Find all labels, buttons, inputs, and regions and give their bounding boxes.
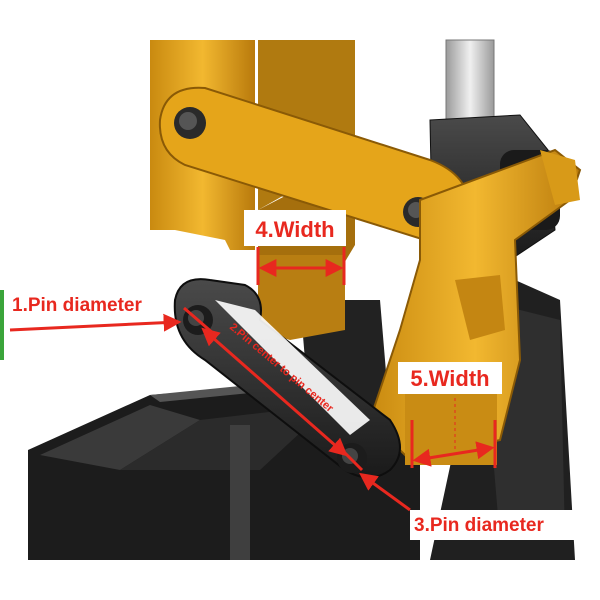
annotation-width-5: 5.Width <box>398 362 502 468</box>
label-pin-diameter-3: 3.Pin diameter <box>414 515 544 536</box>
label-width-4: 4.Width <box>255 217 334 242</box>
edge-mark <box>0 290 4 360</box>
annotation-width-4: 4.Width <box>244 210 346 285</box>
annotation-pin-diameter-3: 3.Pin diameter <box>336 444 580 540</box>
label-width-5: 5.Width <box>410 366 489 391</box>
label-pin-diameter-1: 1.Pin diameter <box>12 295 142 316</box>
